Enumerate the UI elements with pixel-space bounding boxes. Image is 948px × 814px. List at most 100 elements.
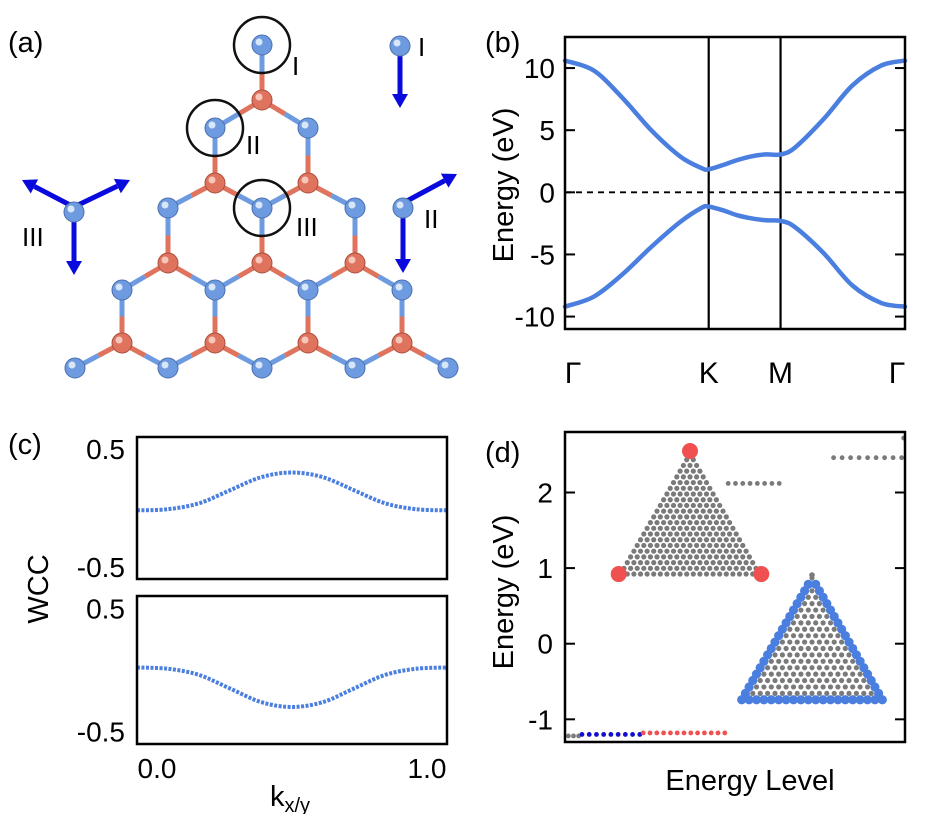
flake-site — [813, 620, 819, 626]
flake-site — [794, 690, 800, 696]
energy-level-dot — [661, 730, 666, 736]
flake-site — [713, 565, 720, 571]
flake-site — [816, 665, 823, 671]
flake-site — [647, 565, 654, 571]
flake-site — [684, 548, 690, 554]
flake-site — [761, 684, 767, 690]
energy-level-dot — [594, 732, 599, 737]
flake-site — [720, 542, 726, 549]
flake-site — [694, 508, 700, 514]
flake-site — [802, 601, 808, 607]
flake-site — [670, 537, 677, 543]
flake-site — [839, 677, 845, 684]
flake-site — [813, 684, 819, 690]
flake-site — [824, 677, 830, 684]
flake-site — [750, 690, 756, 696]
flake-site — [831, 639, 837, 645]
flake-site — [654, 508, 660, 514]
flake-site — [765, 665, 771, 671]
flake-site — [861, 677, 867, 684]
flake-site — [637, 548, 644, 554]
blue-atom — [111, 279, 133, 301]
blue-atom — [204, 117, 226, 139]
flake-site — [835, 633, 841, 639]
flake-site — [746, 554, 753, 560]
flake-site — [794, 613, 800, 620]
flake-site — [664, 559, 670, 566]
energy-level-dot — [831, 455, 836, 461]
energy-level-dot — [601, 732, 607, 737]
flake-site — [853, 677, 860, 684]
flake-site — [694, 462, 700, 469]
lattice-atoms — [64, 34, 459, 379]
flake-site — [733, 554, 739, 560]
flake-site — [674, 542, 680, 549]
flake-site — [703, 559, 710, 566]
flake-site — [827, 633, 834, 639]
flake-site — [710, 491, 716, 497]
energy-level-dot — [747, 481, 753, 486]
arrow-head — [66, 261, 82, 275]
flake-site — [740, 542, 746, 549]
flake-site — [664, 491, 670, 497]
flake-site — [783, 645, 789, 652]
energy-level-dot — [762, 481, 768, 486]
wcc-xtick-label: 0.0 — [138, 753, 177, 784]
flake-site — [757, 677, 763, 684]
flake-site — [628, 554, 634, 560]
flake-site — [687, 542, 693, 549]
flake-site — [647, 531, 654, 537]
edge-state — [781, 695, 791, 705]
energy-level-dot — [856, 455, 862, 461]
flake-site — [674, 531, 680, 537]
flake-site — [733, 542, 739, 549]
flake-site — [730, 525, 736, 531]
flake-site — [783, 633, 789, 639]
energy-level-dot — [615, 732, 621, 737]
energy-ytick-label: 1 — [537, 553, 553, 584]
flake-site — [710, 559, 716, 566]
blue-atom — [204, 279, 226, 301]
red-atom — [204, 332, 226, 354]
flake-site — [743, 571, 749, 577]
edge-state — [737, 695, 747, 705]
flake-site — [813, 633, 819, 639]
flake-site — [816, 601, 823, 607]
flake-site — [687, 508, 693, 514]
flake-site — [684, 468, 690, 474]
flake-site — [684, 537, 690, 543]
flake-site — [703, 479, 710, 486]
flake-site — [690, 525, 696, 531]
flake-site — [736, 571, 743, 577]
flake-site — [674, 565, 680, 571]
wcc-xtick-label: 1.0 — [408, 753, 447, 784]
flake-site — [802, 690, 808, 696]
flake-site — [827, 658, 834, 664]
flake-site — [820, 633, 826, 639]
kpath-label: M — [768, 357, 793, 390]
flake-site — [667, 565, 673, 571]
blue-atom — [344, 357, 366, 379]
flake-site — [684, 502, 690, 509]
flake-site — [670, 525, 677, 531]
flake-site — [720, 508, 726, 514]
flake-site — [690, 502, 696, 509]
flake-site — [733, 531, 739, 537]
atom-highlight — [255, 93, 263, 101]
panel-d-label: (d) — [485, 437, 520, 469]
flake-site — [868, 690, 874, 696]
flake-site — [670, 571, 677, 577]
flake-site — [690, 468, 696, 474]
atom-highlight — [396, 201, 404, 209]
flake-site — [831, 665, 837, 671]
flake-site — [687, 474, 693, 480]
flake-site — [794, 652, 800, 658]
flake-site — [707, 531, 713, 537]
flake-site — [802, 677, 808, 684]
flake-site — [674, 497, 680, 503]
flake-site — [687, 554, 693, 560]
flake-site — [805, 633, 811, 639]
energy-level-dot — [882, 455, 887, 461]
